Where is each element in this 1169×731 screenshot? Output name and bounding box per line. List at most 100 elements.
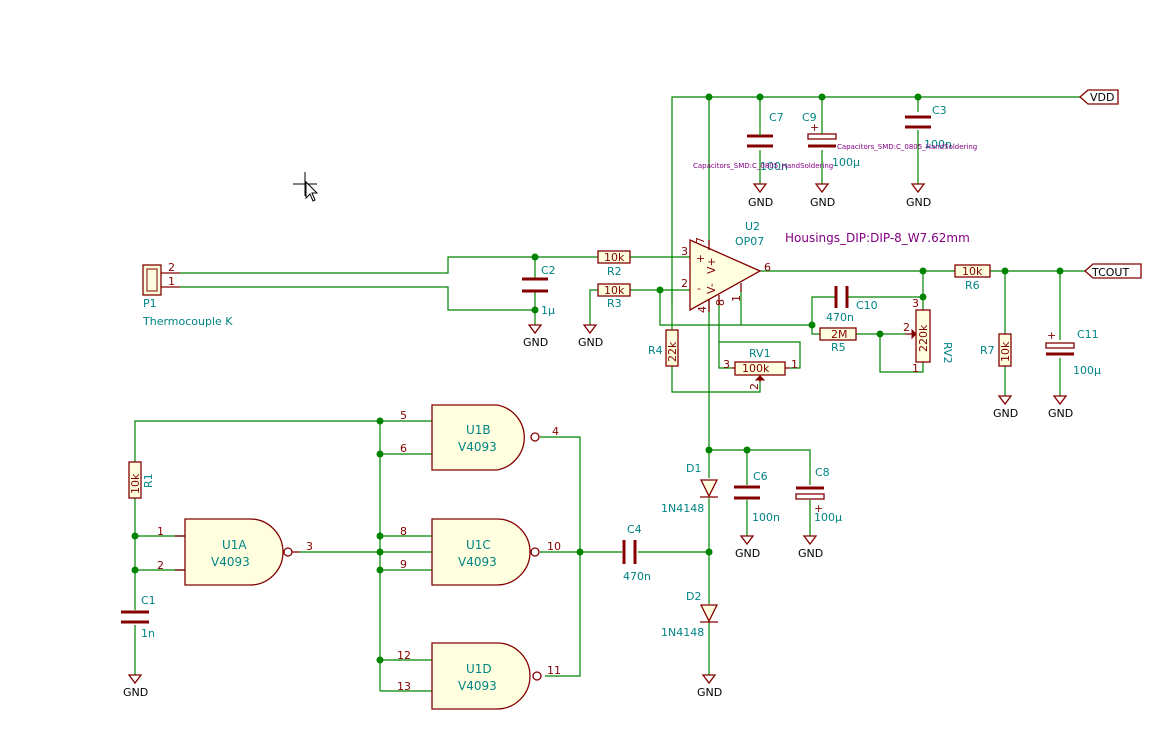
u2-value: OP07: [735, 235, 764, 248]
junction: [705, 93, 713, 101]
d1-value: 1N4148: [661, 502, 704, 515]
junction: [919, 293, 927, 301]
u1d-out: 11: [547, 664, 561, 677]
label-vdd[interactable]: VDD: [1079, 89, 1119, 105]
label-tcout-text: TCOUT: [1091, 266, 1129, 279]
crosshair-cursor-icon: [293, 172, 319, 202]
nand-gate-u1a[interactable]: 1 2 3 U1A V4093: [157, 518, 313, 586]
wire-c10: [811, 296, 835, 325]
u1a-out: 3: [306, 540, 313, 553]
u1c-ref: U1C: [466, 538, 491, 552]
junction: [808, 321, 816, 329]
gnd-c3: GND: [906, 183, 931, 209]
junction: [376, 548, 384, 556]
capacitor-c3[interactable]: C3 100n Capacitors_SMD:C_0805_HandSolder…: [837, 104, 977, 151]
wire-r1-top: [134, 420, 432, 462]
nand-gate-u1c[interactable]: 8 9 10 U1C V4093: [400, 518, 561, 586]
capacitor-c10[interactable]: C10 470n: [826, 286, 878, 324]
wires: [134, 96, 1085, 692]
capacitor-c2[interactable]: C2 1µ: [522, 264, 556, 317]
c11-plus: +: [1047, 329, 1056, 342]
resistor-r7[interactable]: 10k R7: [980, 333, 1012, 367]
resistor-r6[interactable]: 10k R6: [954, 264, 991, 292]
u1a-in1: 1: [157, 525, 164, 538]
gnd-c9: GND: [810, 183, 835, 209]
resistor-r1[interactable]: 10k R1: [128, 461, 155, 499]
u2-vminus: V-: [705, 283, 718, 294]
capacitor-c11[interactable]: + C11 100µ: [1045, 328, 1101, 377]
wire-vdd-rail: [671, 96, 1080, 305]
c9-value: 100µ: [832, 156, 860, 169]
junction: [131, 566, 139, 574]
r4-ref: R4: [648, 344, 663, 357]
junction: [376, 656, 384, 664]
capacitor-c1[interactable]: C1 1n: [121, 594, 156, 640]
potentiometer-rv2[interactable]: 220k RV2 3 2 1: [903, 297, 954, 375]
gnd-c6: GND: [735, 535, 760, 560]
u1d-in2: 13: [397, 680, 411, 693]
label-vdd-text: VDD: [1090, 91, 1114, 104]
svg-text:GND: GND: [993, 407, 1018, 420]
r4-value: 22k: [666, 341, 679, 362]
rv2-value: 220k: [917, 324, 930, 352]
svg-text:GND: GND: [810, 196, 835, 209]
resistor-r5[interactable]: 2M R5: [819, 327, 857, 354]
r2-value: 10k: [604, 251, 625, 264]
gnd-c2: GND: [523, 324, 548, 349]
junction: [131, 532, 139, 540]
r3-ref: R3: [607, 297, 622, 310]
u1b-in2: 6: [400, 442, 407, 455]
diode-d2[interactable]: D2 1N4148: [661, 590, 719, 639]
c7-footprint: Capacitors_SMD:C_0805_HandSoldering: [693, 162, 833, 170]
junction: [376, 566, 384, 574]
connector-p1[interactable]: 2 1 P1 Thermocouple K: [142, 261, 233, 328]
r3-value: 10k: [604, 284, 625, 297]
resistor-r4[interactable]: 22k R4: [648, 329, 679, 367]
nand-gate-u1b[interactable]: 5 6 4 U1B V4093: [400, 404, 559, 471]
gnd-c8: GND: [798, 535, 823, 560]
u2-minus: -: [697, 282, 701, 295]
resistor-r3[interactable]: 10k R3: [597, 283, 631, 310]
u1b-in1: 5: [400, 409, 407, 422]
u1c-value: V4093: [458, 555, 497, 569]
capacitor-c4[interactable]: C4 470n: [622, 523, 651, 583]
wire-d1-rail: [709, 449, 811, 485]
capacitor-c8[interactable]: + C8 100µ: [795, 466, 842, 524]
capacitor-c9[interactable]: + C9 100µ: [802, 111, 860, 169]
resistor-r2[interactable]: 10k R2: [597, 250, 631, 278]
junction: [576, 548, 584, 556]
u1b-ref: U1B: [466, 423, 491, 437]
c2-value: 1µ: [541, 304, 555, 317]
junction: [531, 253, 539, 261]
capacitor-c7[interactable]: C7 100n Capacitors_SMD:C_0805_HandSolder…: [693, 111, 833, 173]
capacitor-c6[interactable]: C6 100n: [734, 470, 780, 524]
junction: [919, 267, 927, 275]
u1b-value: V4093: [458, 440, 497, 454]
c8-value: 100µ: [814, 511, 842, 524]
c2-ref: C2: [541, 264, 556, 277]
u2-vplus: V+: [705, 257, 718, 274]
u2-pin8: 8: [714, 299, 727, 306]
r7-value: 10k: [999, 341, 1012, 362]
opamp-u2[interactable]: 3 2 6 7 4 8 1 + - V+ V- U2 OP07 Housings…: [681, 220, 970, 313]
d2-value: 1N4148: [661, 626, 704, 639]
label-tcout[interactable]: TCOUT: [1084, 263, 1142, 279]
c6-ref: C6: [753, 470, 768, 483]
rv1-pin3: 3: [723, 358, 730, 371]
diode-d1[interactable]: D1 1N4148: [661, 462, 719, 515]
junction: [914, 93, 922, 101]
junction: [376, 417, 384, 425]
wire-p1-pin1: [180, 286, 535, 311]
potentiometer-rv1[interactable]: 100k RV1 3 1 2: [723, 347, 798, 390]
p1-ref: P1: [143, 297, 157, 310]
c1-value: 1n: [141, 627, 155, 640]
r1-ref: R1: [142, 473, 155, 488]
nand-gate-u1d[interactable]: 12 13 11 U1D V4093: [397, 642, 561, 710]
r6-ref: R6: [965, 279, 980, 292]
c11-ref: C11: [1077, 328, 1099, 341]
junction: [756, 93, 764, 101]
rv1-pin1: 1: [791, 358, 798, 371]
u1c-in2: 9: [400, 558, 407, 571]
gnd-c7: GND: [748, 183, 773, 209]
